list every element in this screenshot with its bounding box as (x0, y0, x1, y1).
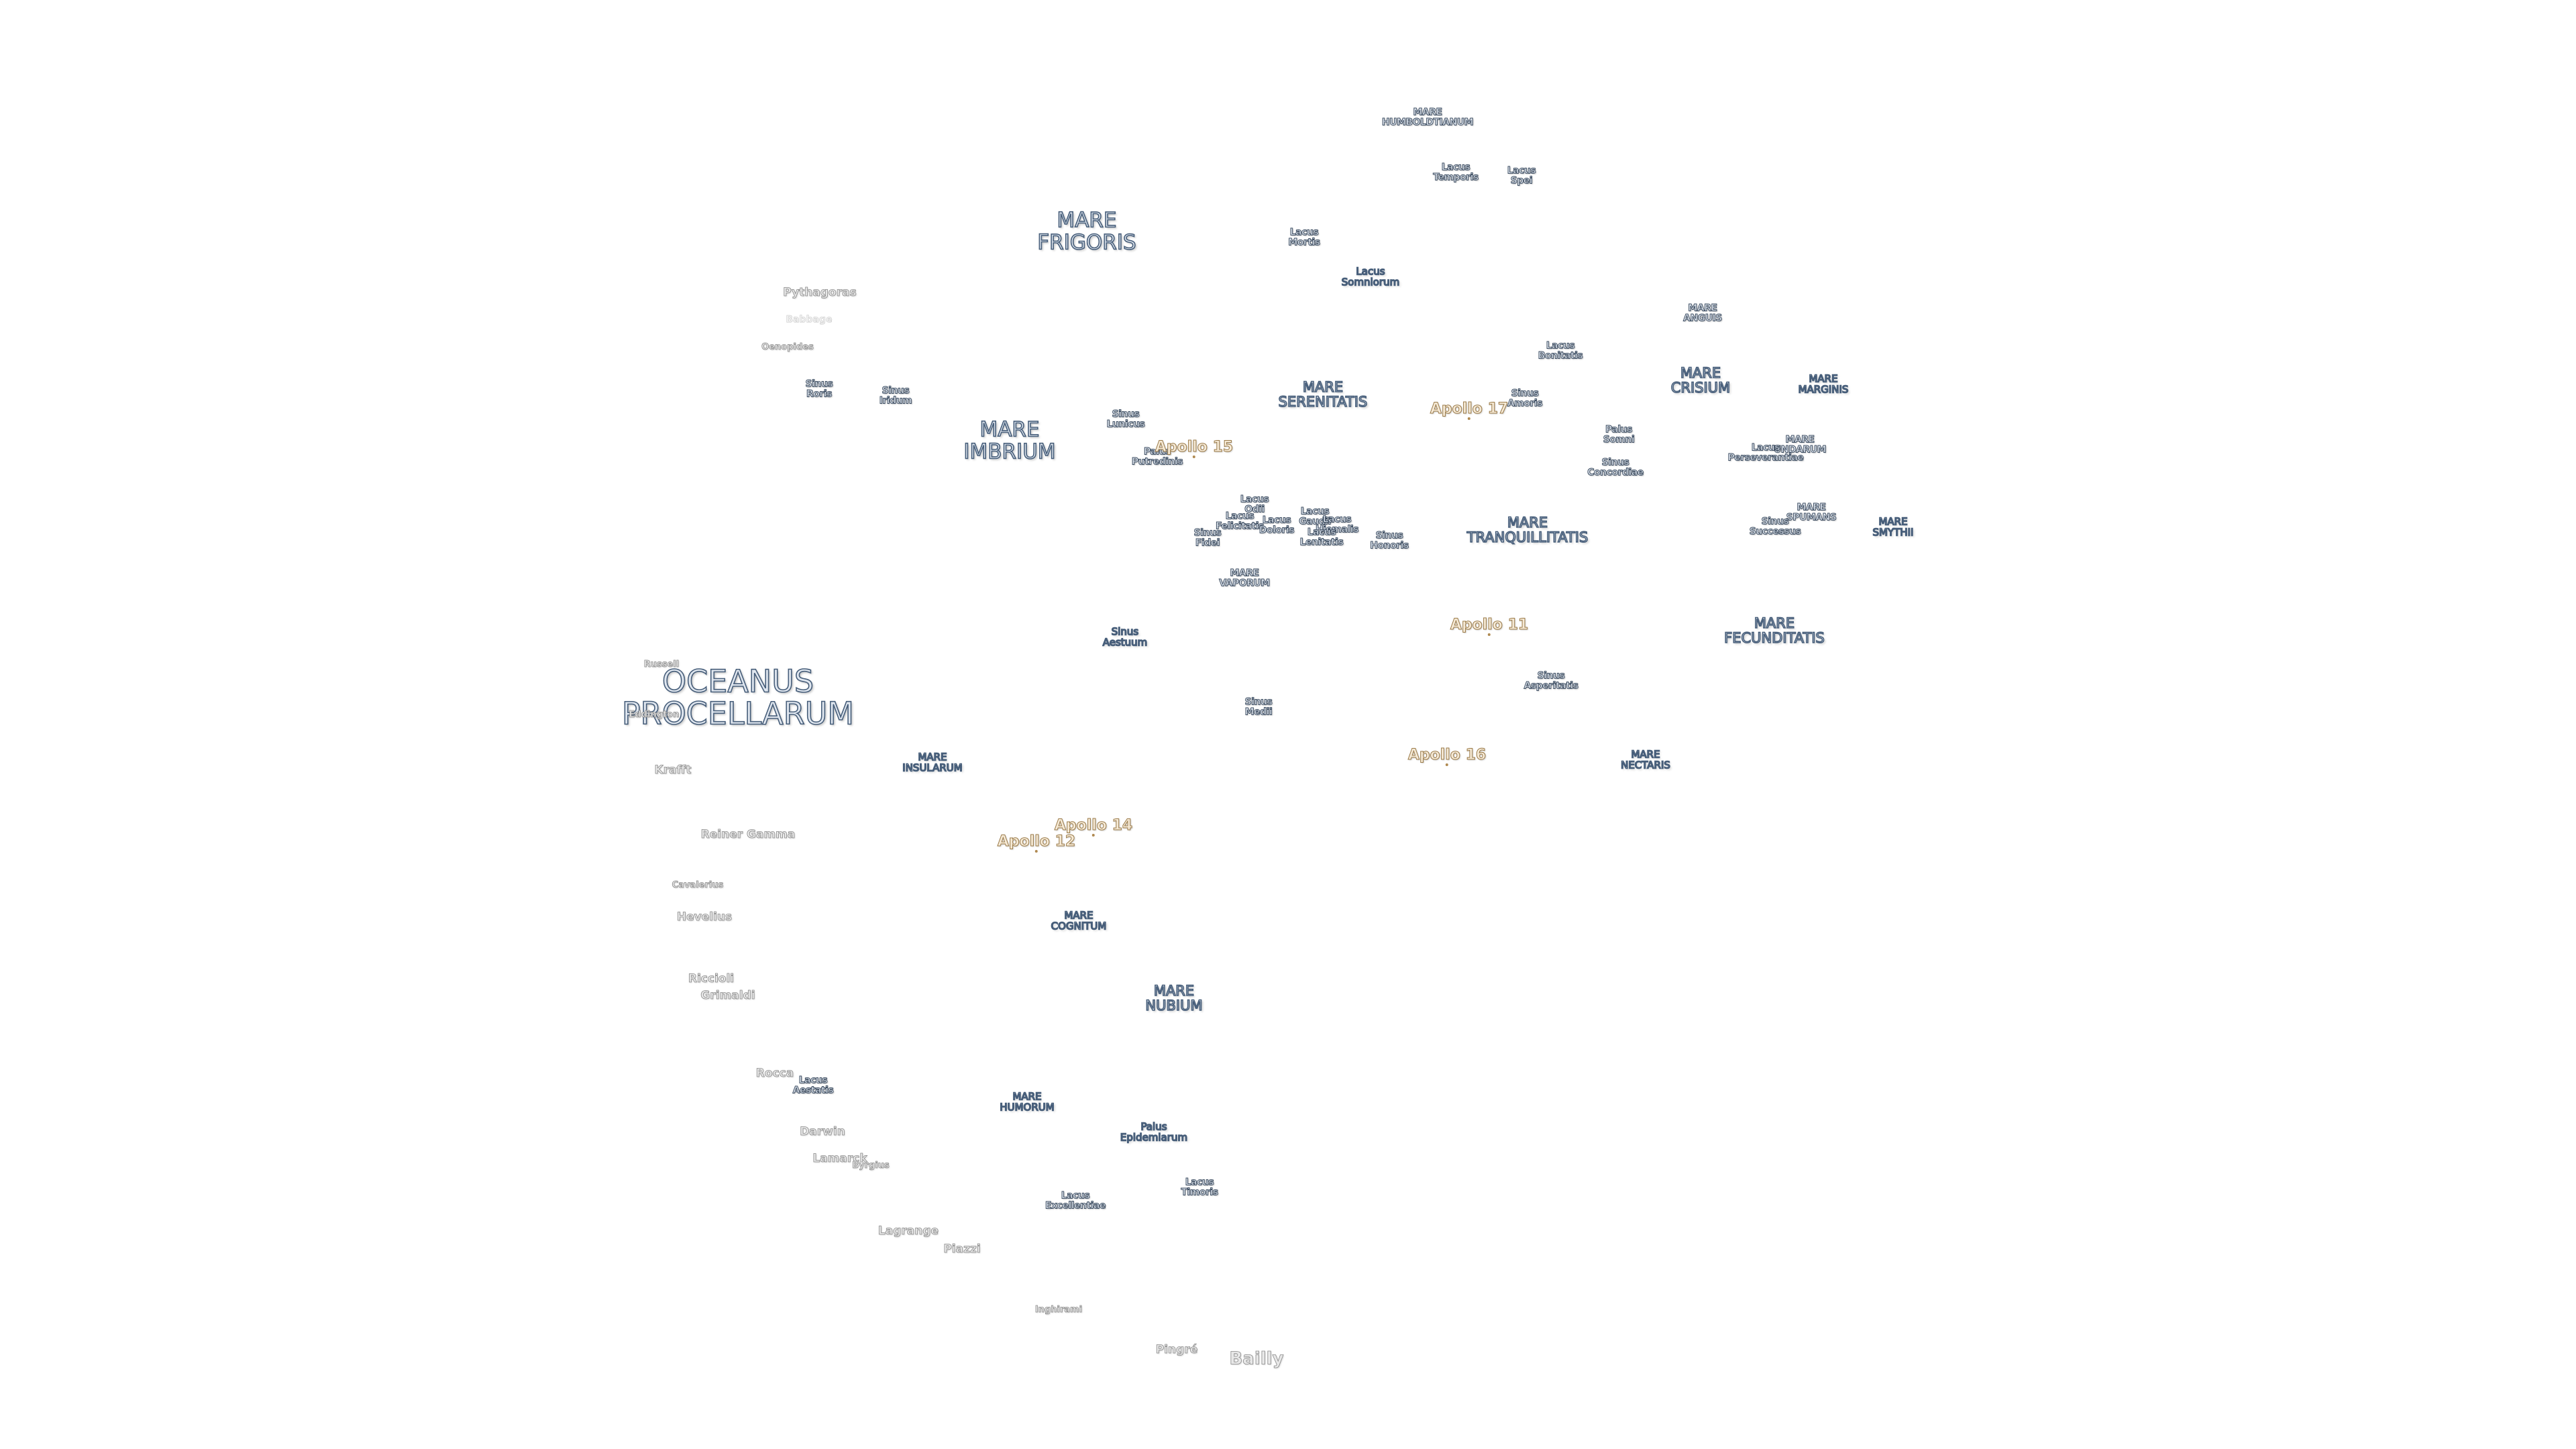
mare-fecunditatis-label: MARE FECUNDITATIS (1723, 614, 1825, 646)
mare-spumans-label: MARE SPUMANS (1786, 502, 1837, 523)
apollo-11-site[interactable]: Apollo 11 (1450, 616, 1529, 637)
crater-grimaldi-label: Grimaldi (700, 989, 755, 1003)
mare-insularum-label: MARE INSULARUM (902, 751, 963, 773)
sinus-asperitatis-label: Sinus Asperitatis (1523, 670, 1578, 691)
crater-piazzi-label: Piazzi (943, 1242, 981, 1256)
sinus-fidei-label: Sinus Fidei (1193, 527, 1222, 548)
lacus-hiemalis-label: Lacus Hiemalis (1316, 514, 1359, 535)
mare-vaporum-label: MARE VAPORUM (1219, 568, 1271, 588)
lacus-odii-label: Lacus Odii (1240, 494, 1269, 515)
lacus-perseverantiae-label: Lacus Perseverantiae (1727, 442, 1804, 463)
lacus-aestatis-label: Lacus Aestatis (792, 1075, 834, 1095)
crater-lagrange-label: Lagrange (877, 1224, 939, 1238)
apollo-16-site[interactable]: Apollo 16 (1407, 746, 1487, 767)
crater-reiner-gamma-label: Reiner Gamma (700, 828, 796, 842)
palus-putredinis-label: Palus Putredinis (1131, 446, 1183, 467)
apollo-17-site[interactable]: Apollo 17 (1430, 400, 1509, 421)
crater-riccioli-label: Riccioli (688, 972, 735, 986)
mare-imbrium-label: MARE IMBRIUM (963, 417, 1057, 464)
crater-cavalerius-label: Cavalerius (672, 880, 724, 891)
apollo-14-site[interactable]: Apollo 14 (1054, 816, 1133, 837)
sinus-concordiae-label: Sinus Concordiae (1587, 457, 1644, 478)
mare-humorum-label: MARE HUMORUM (1000, 1090, 1055, 1113)
apollo-16-marker (1445, 763, 1448, 767)
apollo-15-site[interactable]: Apollo 15 (1155, 438, 1234, 459)
crater-babbage-label: Babbage (786, 314, 833, 325)
apollo-16-label: Apollo 16 (1407, 746, 1487, 763)
mare-nubium-label: MARE NUBIUM (1145, 982, 1203, 1014)
lacus-timoris-label: Lacus Timoris (1181, 1177, 1219, 1197)
lacus-temporis-label: Lacus Temporis (1433, 162, 1479, 182)
lacus-mortis-label: Lacus Mortis (1288, 227, 1321, 248)
sinus-aestuum-label: Sinus Aestuum (1102, 625, 1148, 648)
apollo-12-label: Apollo 12 (997, 833, 1076, 850)
apollo-14-label: Apollo 14 (1054, 816, 1133, 834)
mare-cognitum-label: MARE COGNITUM (1051, 909, 1107, 932)
crater-byrgius-label: Byrgius (852, 1161, 890, 1171)
mare-undarum-label: MARE UNDARUM (1773, 434, 1827, 455)
crater-hevelius-label: Hevelius (676, 910, 733, 924)
sinus-amoris-label: Sinus Amoris (1507, 388, 1543, 409)
crater-lamarck-label: Lamarck (812, 1152, 867, 1166)
crater-rocca-label: Rocca (755, 1067, 794, 1081)
apollo-17-marker (1467, 417, 1470, 421)
apollo-12-site[interactable]: Apollo 12 (997, 833, 1076, 853)
crater-pythagoras-label: Pythagoras (783, 286, 857, 300)
lacus-gaudii-label: Lacus Gaudii (1299, 506, 1332, 527)
crater-bailly-label: Bailly (1229, 1348, 1284, 1369)
mare-serenitatis-label: MARE SERENITATIS (1278, 378, 1368, 410)
mare-anguis-label: MARE ANGUIS (1683, 303, 1723, 323)
lacus-bonitatis-label: Lacus Bonitatis (1538, 340, 1583, 361)
lacus-felicitatis-label: Lacus Felicitatis (1216, 511, 1265, 531)
apollo-11-label: Apollo 11 (1450, 616, 1529, 633)
crater-krafft-label: Krafft (654, 763, 692, 777)
crater-pingre-label: Pingré (1155, 1343, 1198, 1357)
sinus-successus-label: Sinus Successus (1749, 516, 1801, 537)
apollo-17-label: Apollo 17 (1430, 400, 1509, 417)
crater-darwin-label: Darwin (800, 1125, 845, 1139)
apollo-14-marker (1091, 834, 1095, 837)
lacus-lenitatis-label: Lacus Lenitatis (1299, 527, 1344, 547)
mare-crisium-label: MARE CRISIUM (1670, 364, 1731, 396)
lacus-somniorum-label: Lacus Somniorum (1341, 265, 1400, 288)
mare-smythii-label: MARE SMYTHII (1872, 515, 1915, 538)
crater-russell-label: Russell (643, 659, 680, 670)
sinus-honoris-label: Sinus Honoris (1370, 530, 1409, 551)
mare-marginis-label: MARE MARGINIS (1798, 372, 1849, 395)
crater-inghirami-label: Inghirami (1034, 1305, 1083, 1316)
palus-somni-label: Palus Somni (1603, 424, 1635, 445)
mare-tranquillitatis-label: MARE TRANQUILLITATIS (1466, 514, 1589, 545)
apollo-15-label: Apollo 15 (1155, 438, 1234, 455)
sinus-lunicus-label: Sinus Lunicus (1106, 409, 1145, 429)
sinus-roris-label: Sinus Roris (805, 378, 833, 399)
lacus-excellentiae-label: Lacus Excellentiae (1045, 1190, 1106, 1211)
apollo-15-marker (1192, 455, 1195, 459)
mare-humboldtianum-label: MARE HUMBOLDTIANUM (1381, 107, 1474, 127)
crater-oenopides-label: Oenopides (761, 342, 814, 353)
crater-eddington-label: Eddington (629, 710, 680, 720)
sinus-medii-label: Sinus Medii (1244, 696, 1273, 717)
lacus-spei-label: Lacus Spei (1507, 165, 1536, 186)
apollo-12-marker (1034, 850, 1038, 853)
oceanus-procellarum-label: OCEANUS PROCELLARUM (621, 663, 855, 732)
apollo-11-marker (1487, 633, 1491, 637)
mare-frigoris-label: MARE FRIGORIS (1037, 208, 1137, 254)
mare-nectaris-label: MARE NECTARIS (1620, 748, 1670, 771)
palus-epidemiarum-label: Palus Epidemiarum (1120, 1120, 1188, 1143)
lacus-doloris-label: Lacus Doloris (1258, 515, 1295, 535)
sinus-iridum-label: Sinus Iridum (879, 385, 912, 406)
